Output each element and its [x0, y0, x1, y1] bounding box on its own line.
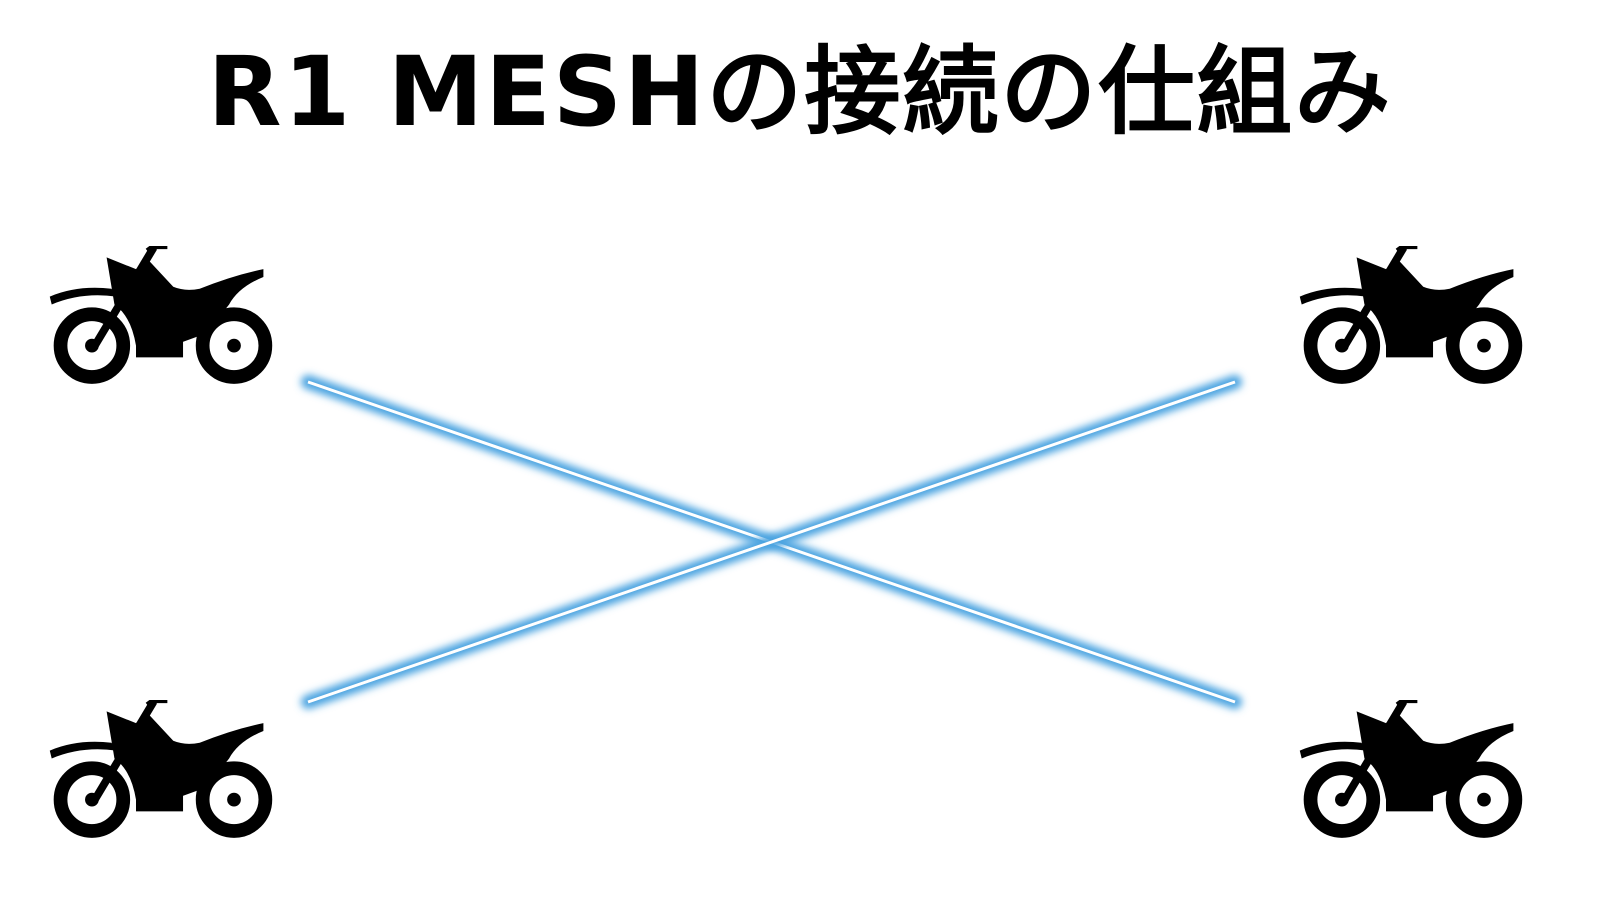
- connection-lines: [153, 311, 1415, 779]
- page-title: R1 MESHの接続の仕組み: [207, 36, 1393, 148]
- motorcycle-icon: [50, 246, 266, 377]
- motorcycle-icon: [50, 700, 266, 831]
- connection-core: [307, 380, 1236, 704]
- motorcycle-icon: [1300, 246, 1516, 377]
- motorcycle-icon: [1300, 700, 1516, 831]
- connection-bottom-left-top-right: [301, 375, 1242, 709]
